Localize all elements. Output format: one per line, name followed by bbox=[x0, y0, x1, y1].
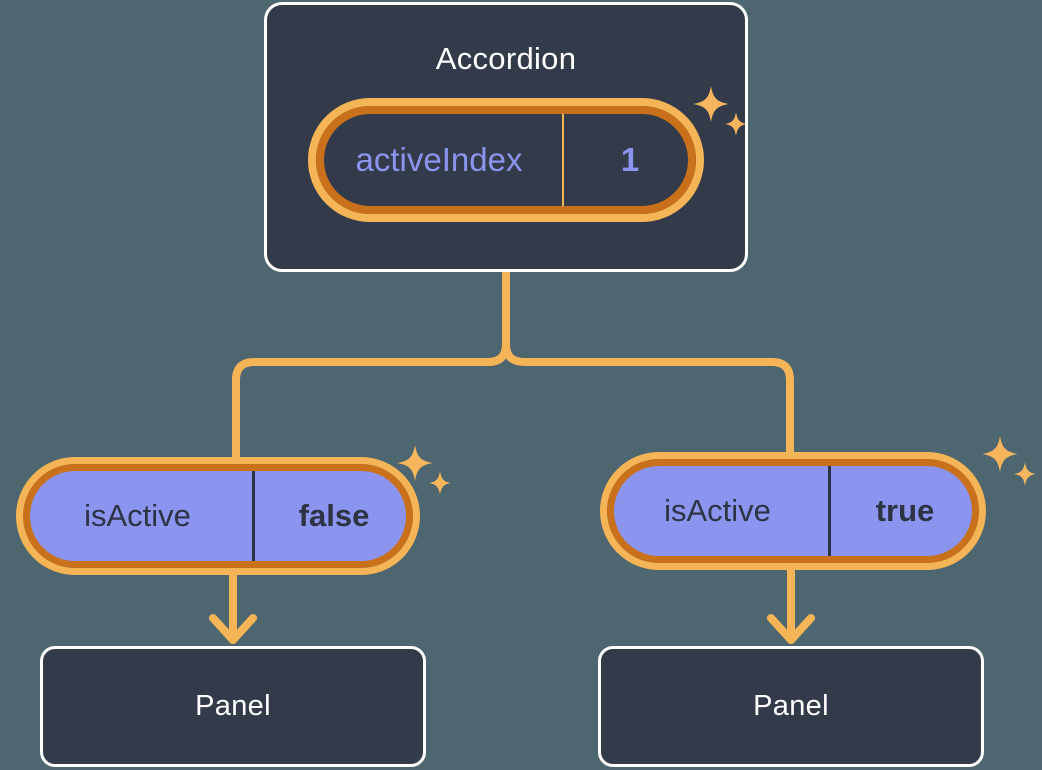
panel-node-left[interactable]: Panel bbox=[40, 646, 426, 767]
is-active-true-pill-wrapper: isActive true bbox=[600, 452, 986, 570]
is-active-true-value: true bbox=[875, 493, 935, 528]
active-index-value: 1 bbox=[620, 141, 640, 178]
is-active-false-pill[interactable]: isActive false bbox=[16, 457, 420, 575]
active-index-key: activeIndex bbox=[316, 106, 564, 214]
active-index-pill-wrapper: activeIndex 1 bbox=[308, 98, 704, 222]
is-active-false-pill-wrapper: isActive false bbox=[16, 457, 420, 575]
is-active-true-key: isActive bbox=[607, 459, 831, 563]
active-index-pill[interactable]: activeIndex 1 bbox=[308, 98, 704, 222]
accordion-title: Accordion bbox=[435, 41, 577, 76]
arrow-down-icon-right bbox=[767, 614, 815, 644]
connector-root-to-branch-right bbox=[502, 340, 794, 456]
connector-root-to-branches bbox=[232, 268, 510, 461]
arrow-down-icon-left bbox=[209, 614, 257, 644]
panel-title-left: Panel bbox=[195, 690, 271, 722]
is-active-false-key: isActive bbox=[23, 464, 255, 568]
sparkle-small-icon bbox=[1014, 462, 1036, 486]
sparkle-large-icon bbox=[982, 436, 1018, 472]
is-active-false-value: false bbox=[298, 498, 370, 533]
sparkles-icon bbox=[982, 436, 1036, 486]
panel-node-right[interactable]: Panel bbox=[598, 646, 984, 767]
is-active-true-pill[interactable]: isActive true bbox=[600, 452, 986, 570]
panel-title-right: Panel bbox=[753, 690, 829, 722]
sparkle-small-icon bbox=[429, 471, 451, 495]
